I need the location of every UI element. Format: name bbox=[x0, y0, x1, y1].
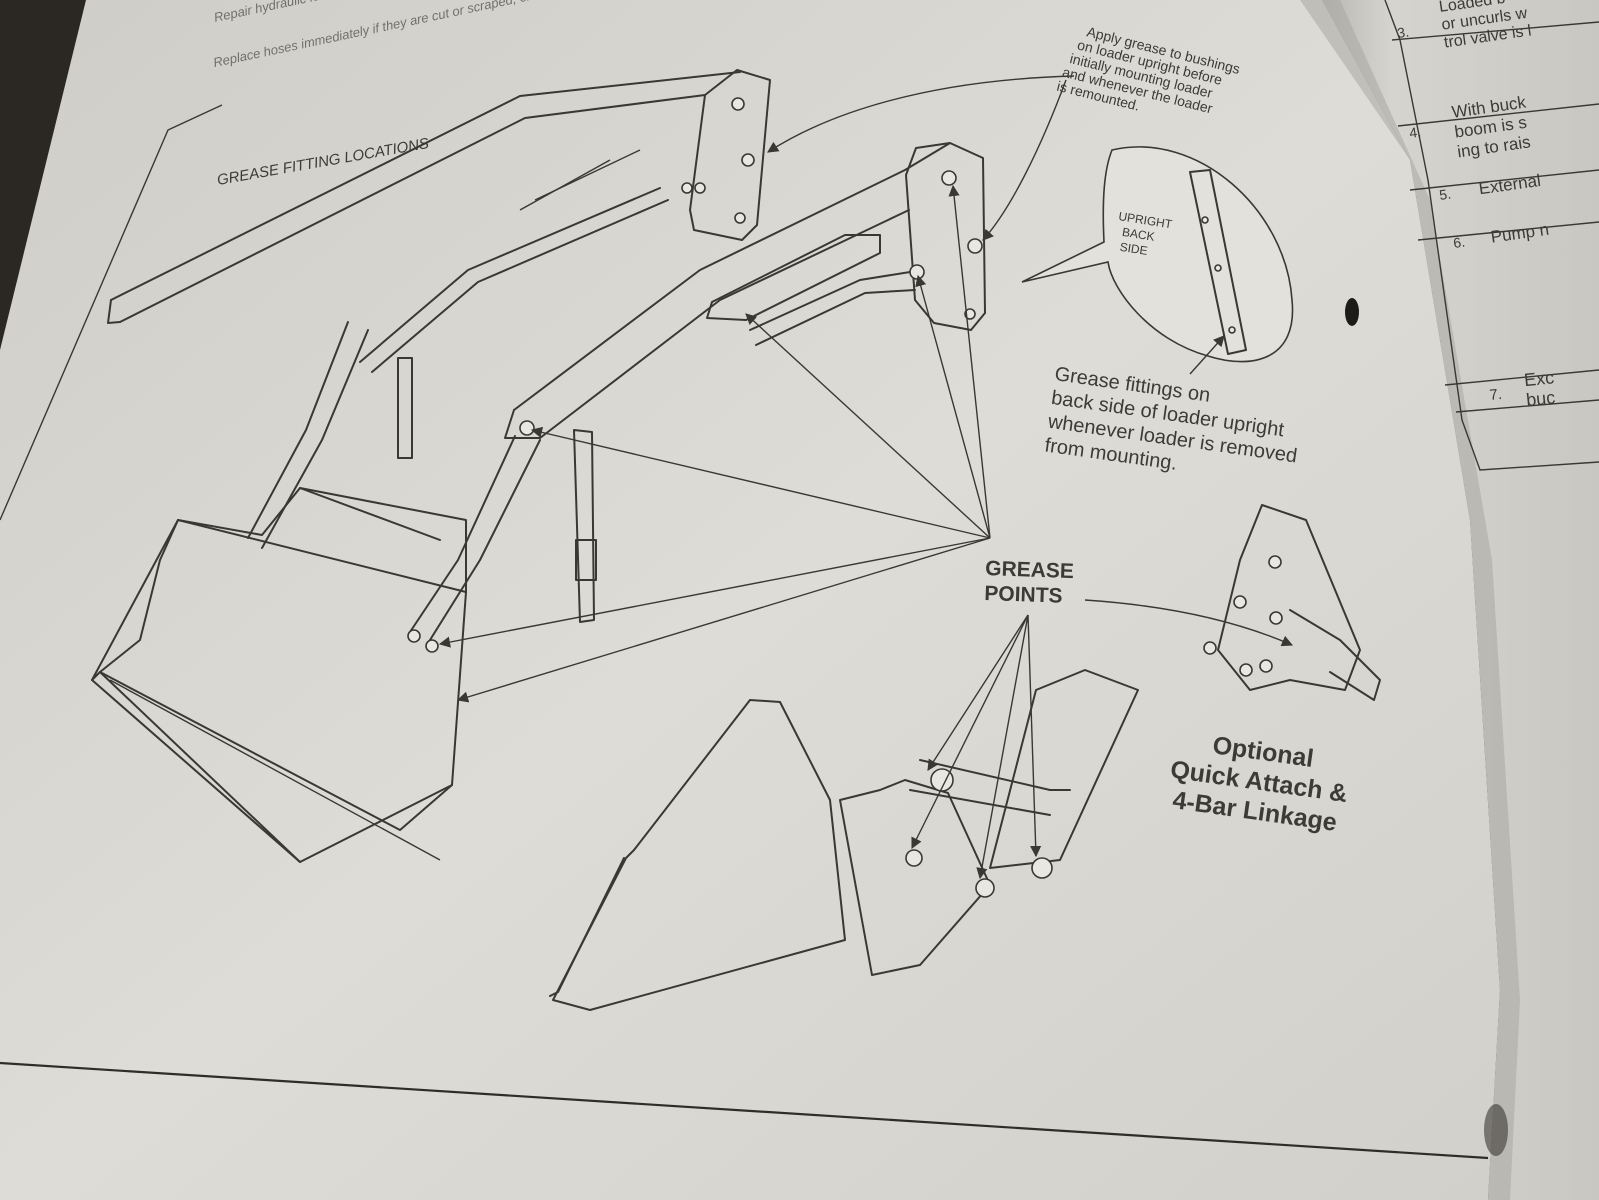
right-page bbox=[1322, 0, 1599, 1200]
row-6-num: 6. bbox=[1452, 233, 1466, 250]
binder-hole-bottom bbox=[1484, 1104, 1508, 1156]
optional-caption: Optional Quick Attach & 4-Bar Linkage bbox=[1169, 731, 1349, 837]
inset-label-2: BACK bbox=[1121, 225, 1155, 244]
grease-points-2: POINTS bbox=[984, 582, 1063, 608]
row-5-num: 5. bbox=[1438, 185, 1452, 202]
page-gutter-shadow bbox=[1300, 0, 1520, 1200]
loader-drawing bbox=[91, 69, 986, 863]
leader-lines bbox=[438, 75, 1294, 880]
figure-frame-left bbox=[0, 104, 223, 521]
row-7-line-2: buc bbox=[1525, 387, 1556, 410]
right-page-table: 3. Loaded b or uncurls w trol valve is l… bbox=[1384, 0, 1599, 471]
row-3-num: 3. bbox=[1396, 23, 1410, 40]
grease-points-1: GREASE bbox=[985, 557, 1074, 583]
left-page bbox=[0, 0, 1500, 1200]
quick-attach-drawing bbox=[549, 504, 1381, 1011]
inset-label-3: SIDE bbox=[1119, 240, 1149, 258]
row-4-num: 4. bbox=[1408, 123, 1422, 140]
row-7-num: 7. bbox=[1489, 386, 1503, 404]
binder-hole bbox=[1345, 298, 1359, 326]
grease-points-label: GREASE POINTS bbox=[984, 557, 1074, 608]
upright-inset: UPRIGHT BACK SIDE bbox=[1021, 146, 1294, 363]
page-bottom-rule bbox=[0, 1061, 1489, 1160]
row-7-line-1: Exc bbox=[1523, 367, 1555, 390]
